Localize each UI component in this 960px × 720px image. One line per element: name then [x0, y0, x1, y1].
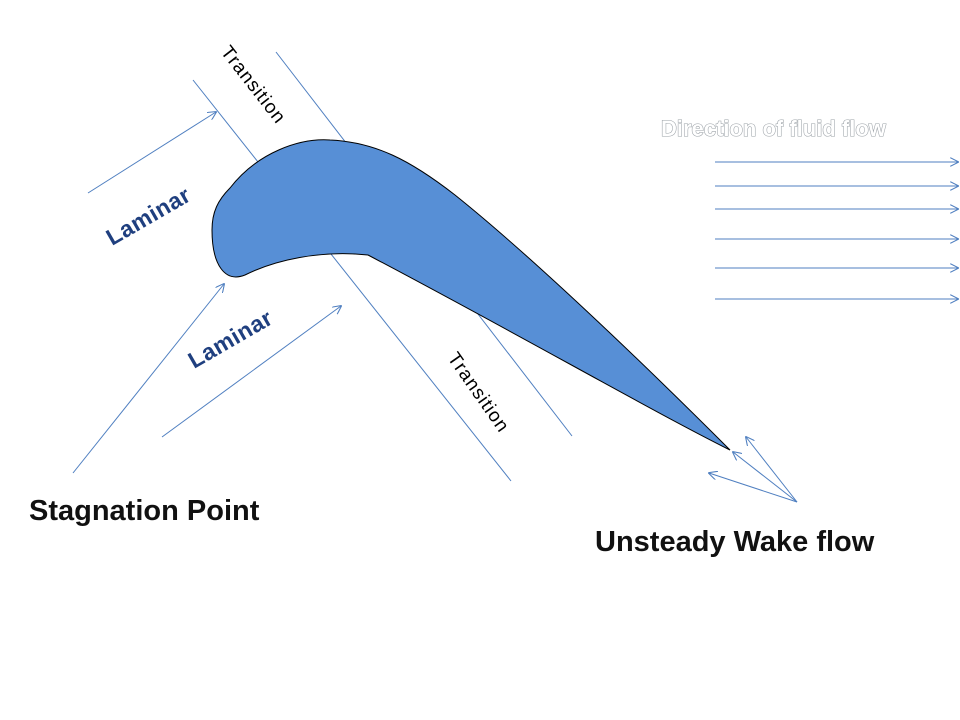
- wake-arrow-1: [733, 452, 798, 503]
- inflow-arrow-top: [87, 112, 216, 194]
- unsteady-wake-label: Unsteady Wake flow: [595, 526, 875, 558]
- transition-line-lower: [192, 79, 512, 482]
- turbine-blade: [211, 139, 731, 451]
- laminar-label-upper: Laminar: [102, 181, 196, 250]
- stagnation-point-label: Stagnation Point: [29, 495, 260, 527]
- inflow-arrow-stagnation: [72, 284, 224, 474]
- wake-arrow-3: [709, 473, 798, 503]
- wake-arrow-2: [746, 437, 798, 503]
- direction-of-flow-label: Direction of fluid flow: [661, 116, 887, 141]
- inflow-arrow-bottom: [161, 306, 341, 438]
- transition-label-bottom: Transition: [443, 349, 513, 437]
